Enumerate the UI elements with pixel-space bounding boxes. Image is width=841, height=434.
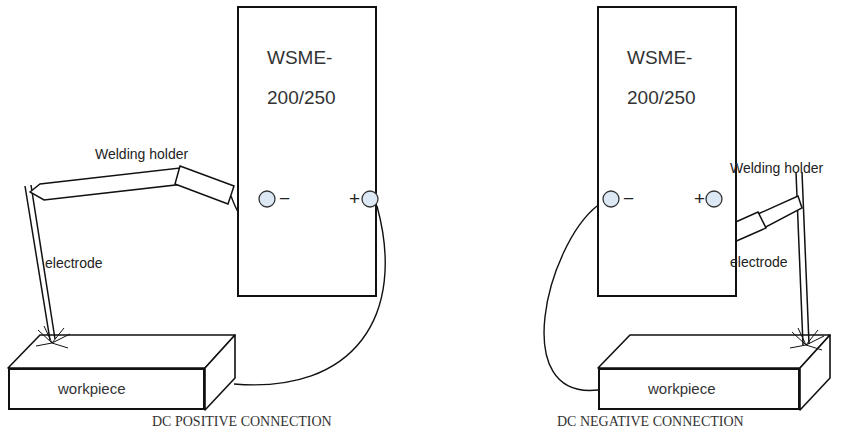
workpiece-side: [205, 335, 235, 410]
polarity-sign: −: [279, 189, 290, 209]
workpiece-box: workpiece: [598, 368, 800, 410]
workpiece-top: [598, 335, 830, 368]
terminal: [259, 191, 275, 207]
ground-cable: [544, 206, 598, 390]
welding-machine: WSME- 200/250: [237, 6, 377, 297]
part-label: Welding holder: [730, 160, 823, 176]
polarity-sign: +: [694, 189, 705, 209]
workpiece-side: [800, 335, 830, 410]
connection-caption: DC POSITIVE CONNECTION: [152, 414, 332, 430]
part-label: Welding holder: [95, 146, 188, 162]
node-label: workpiece: [10, 370, 203, 398]
model-label: WSME- 200/250: [239, 8, 352, 118]
part-label: electrode: [45, 255, 103, 271]
workpiece-box: workpiece: [8, 368, 205, 410]
part-label: electrode: [730, 254, 788, 270]
polarity-sign: −: [623, 189, 634, 209]
terminal: [706, 191, 722, 207]
workpiece-top: [8, 335, 235, 368]
polarity-sign: +: [349, 189, 360, 209]
model-label: WSME- 200/250: [599, 8, 712, 118]
welding-machine: WSME- 200/250: [597, 6, 737, 297]
node-label: workpiece: [600, 370, 798, 398]
welding-holder: [25, 166, 234, 340]
terminal: [362, 191, 378, 207]
terminal: [603, 191, 619, 207]
connection-caption: DC NEGATIVE CONNECTION: [557, 414, 744, 430]
sparks: [790, 328, 824, 350]
sparks: [36, 326, 70, 348]
